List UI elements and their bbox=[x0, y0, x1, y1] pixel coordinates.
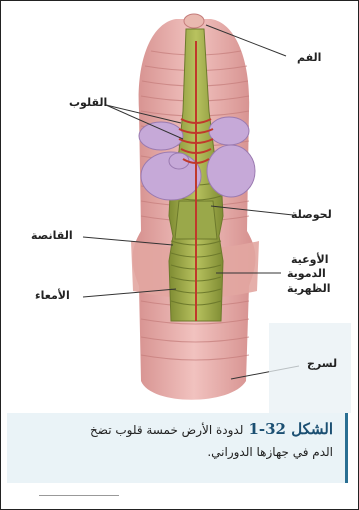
figure-number: الشكل 32-1 bbox=[248, 420, 333, 438]
label-crop: لحوصلة bbox=[291, 208, 332, 221]
mouth-tip bbox=[184, 14, 204, 28]
caption-line-1: الشكل 32-1 لدودة الأرض خمسة قلوب تضخ bbox=[15, 419, 333, 441]
label-dorsal-vessels-2: الدموية bbox=[287, 267, 326, 280]
caption-text-2: الدم في جهازها الدوراني. bbox=[15, 441, 333, 463]
caption-text-1: لدودة الأرض خمسة قلوب تضخ bbox=[90, 423, 243, 437]
label-clitellum: لسرج bbox=[307, 357, 337, 370]
label-dorsal-vessels-1: الأوعية bbox=[291, 253, 328, 266]
divider-rule bbox=[39, 495, 119, 496]
label-gizzard: القانصة bbox=[31, 229, 73, 242]
label-hearts: القلوب bbox=[69, 96, 107, 109]
label-intestines: الأمعاء bbox=[35, 289, 70, 302]
label-mouth: الفم bbox=[297, 51, 321, 64]
label-dorsal-vessels-3: الظهرية bbox=[287, 282, 331, 295]
figure-caption: الشكل 32-1 لدودة الأرض خمسة قلوب تضخ الد… bbox=[7, 413, 348, 483]
